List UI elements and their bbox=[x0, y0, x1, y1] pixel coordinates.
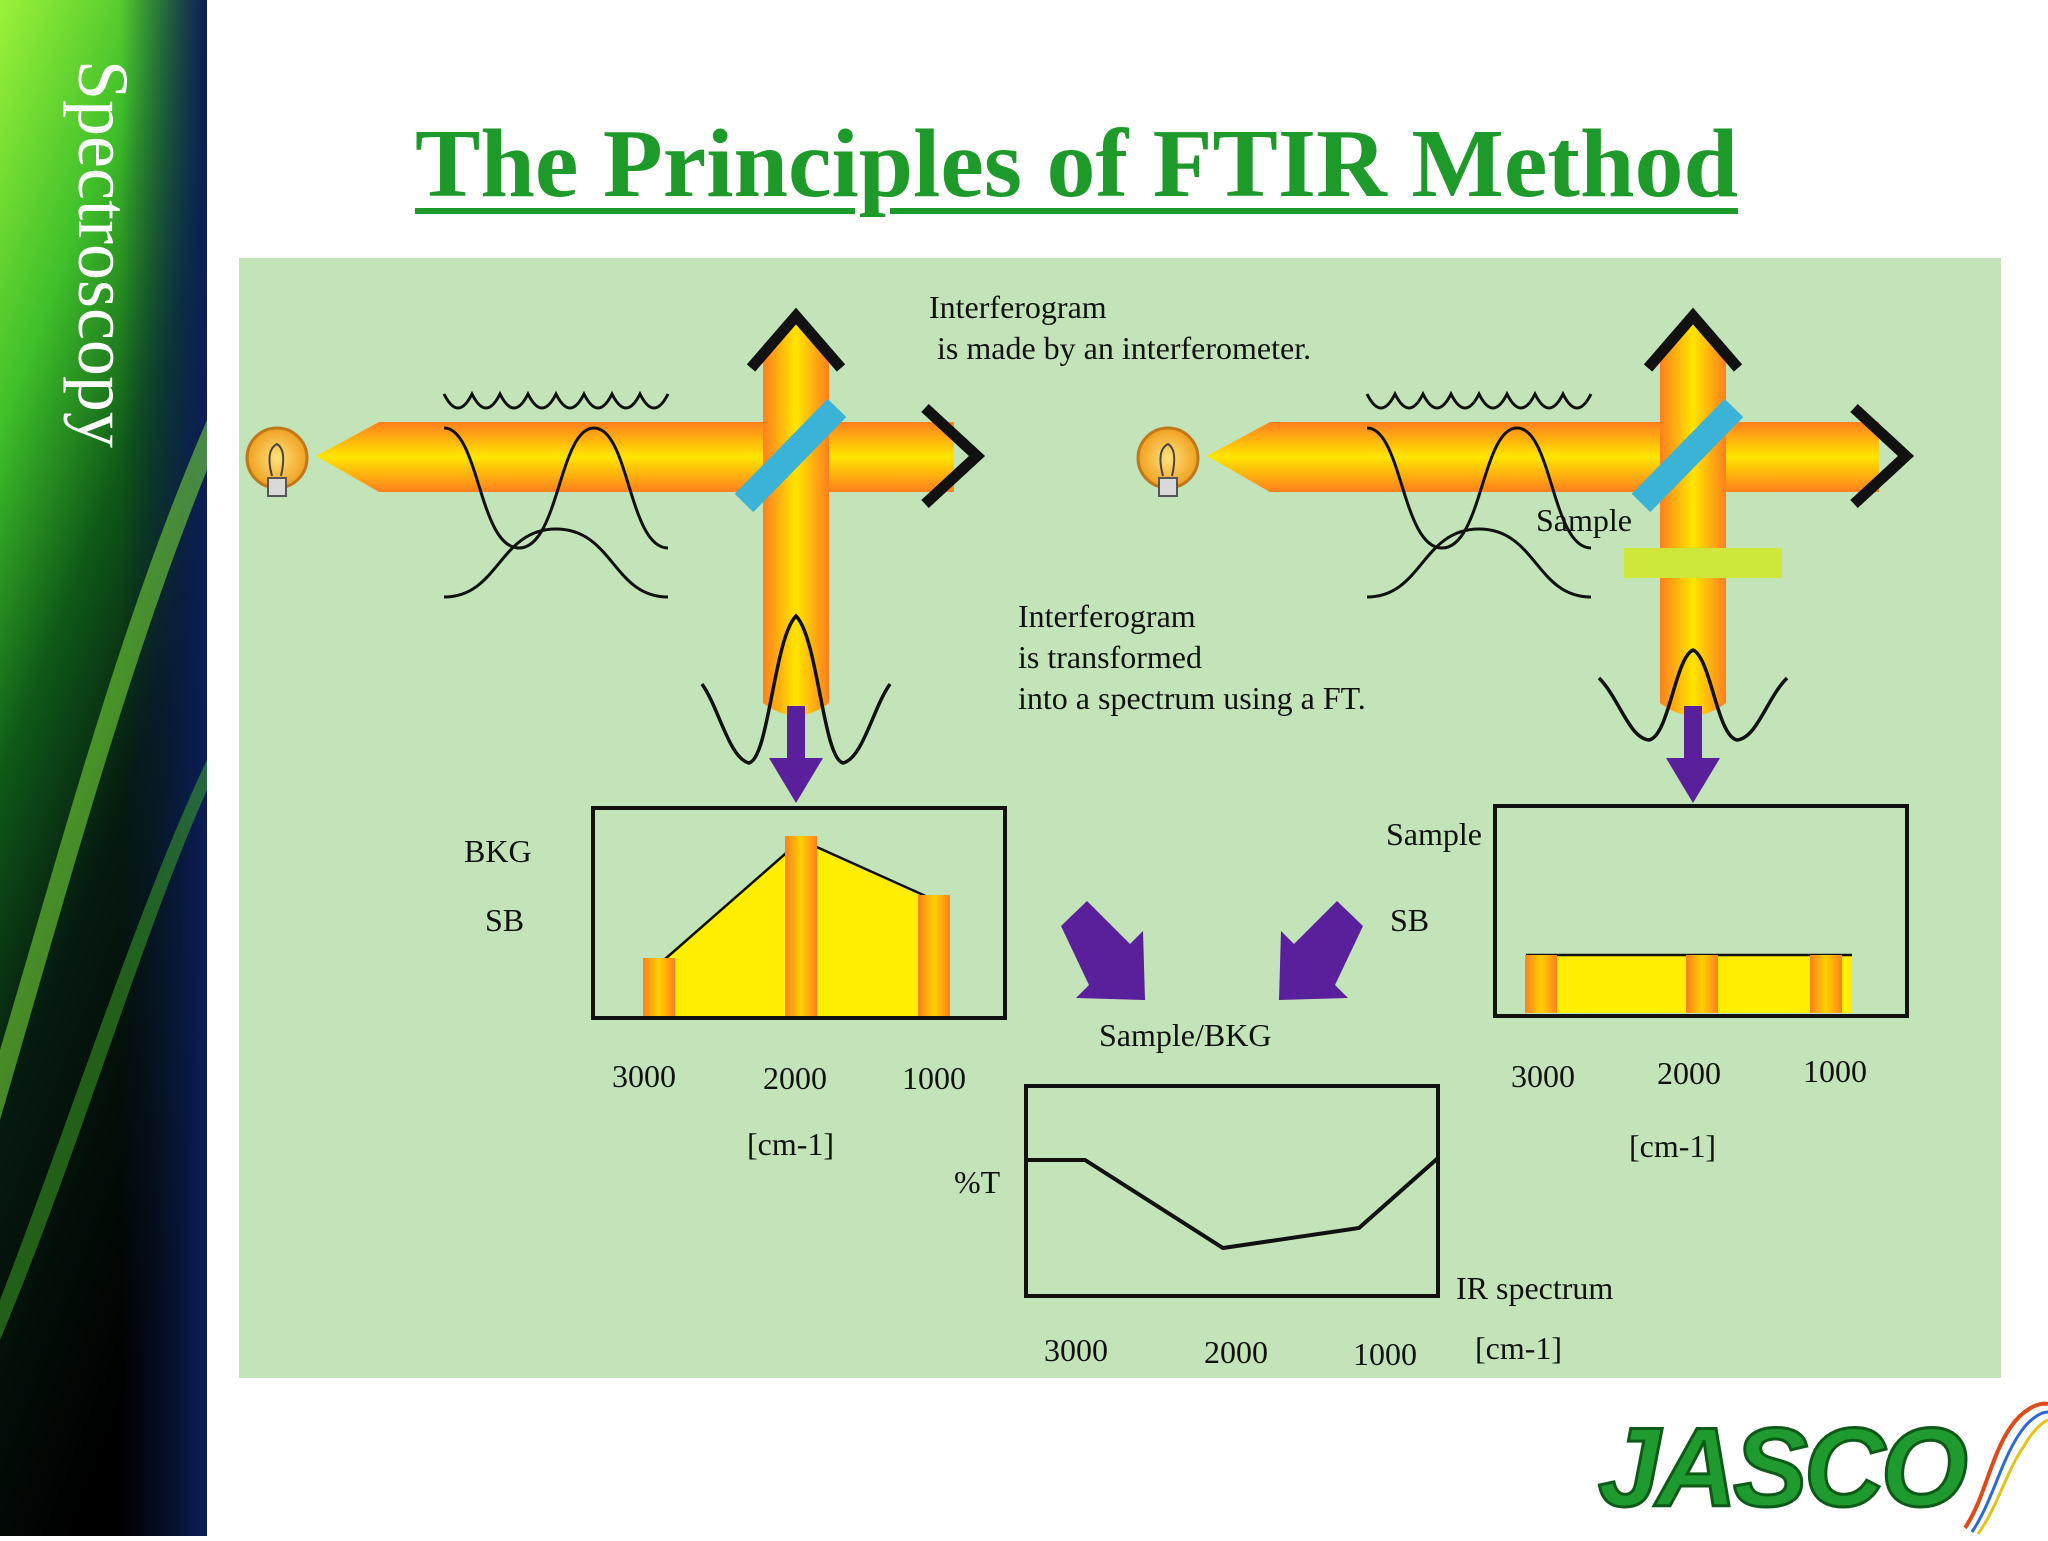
right-top-mirror bbox=[1643, 307, 1743, 372]
right-right-mirror bbox=[1850, 403, 1915, 509]
sample-bar-1000 bbox=[1810, 955, 1842, 1013]
jasco-logo: JASCO bbox=[1597, 1401, 2048, 1535]
sample-label: Sample bbox=[1386, 816, 1482, 852]
bkg-tick-1000: 1000 bbox=[902, 1060, 966, 1096]
bkg-label: BKG bbox=[464, 833, 532, 869]
bkg-box bbox=[591, 806, 1007, 1020]
sidebar: Spectroscopy bbox=[0, 0, 207, 1536]
ir-spectrum-panel bbox=[1024, 1084, 1440, 1298]
sample-box bbox=[1493, 804, 1909, 1018]
sample-unit-label: [cm-1] bbox=[1629, 1128, 1717, 1164]
bkg-sb-label: SB bbox=[485, 902, 525, 938]
sidebar-background bbox=[0, 0, 207, 1536]
ir-ylabel: %T bbox=[954, 1164, 1001, 1200]
ir-spectrum-line bbox=[1026, 1156, 1440, 1251]
left-top-mirror bbox=[746, 307, 846, 372]
sample-sb-label: SB bbox=[1390, 902, 1430, 938]
left-wave-low bbox=[443, 527, 669, 599]
sample-bar-3000 bbox=[1525, 955, 1557, 1013]
ftir-diagram bbox=[245, 307, 1915, 1298]
transform-note-line1: Interferogram bbox=[1018, 598, 1196, 634]
sample-single-beam-panel bbox=[1493, 804, 1909, 1018]
ratio-title: Sample/BKG bbox=[1099, 1017, 1272, 1053]
ir-unit-label: [cm-1] bbox=[1475, 1330, 1563, 1366]
right-interferometer bbox=[1136, 307, 1915, 803]
left-down-arrow bbox=[769, 706, 823, 803]
right-wave-low bbox=[1366, 527, 1592, 599]
sample-bar-2000 bbox=[1686, 955, 1718, 1013]
ir-spectrum-caption: IR spectrum bbox=[1456, 1270, 1614, 1306]
bkg-bar-3000 bbox=[643, 958, 675, 1016]
transform-note-line3: into a spectrum using a FT. bbox=[1018, 680, 1366, 716]
bkg-tick-2000: 2000 bbox=[763, 1060, 827, 1096]
jasco-logo-text: JASCO bbox=[1598, 1405, 1967, 1530]
left-right-mirror bbox=[921, 403, 986, 509]
interferometer-note-line1: Interferogram bbox=[929, 289, 1107, 325]
left-interferogram-wave bbox=[700, 613, 892, 765]
left-wave-mid bbox=[443, 426, 669, 550]
right-wave-high bbox=[1365, 390, 1593, 410]
page-title: The Principles of FTIR Method bbox=[415, 110, 1738, 218]
bkg-bar-1000 bbox=[918, 895, 950, 1016]
left-vertical-beam bbox=[763, 313, 829, 716]
right-vertical-beam bbox=[1660, 313, 1726, 716]
sample-filter bbox=[1624, 548, 1782, 578]
sample-tick-1000: 1000 bbox=[1803, 1053, 1867, 1089]
bkg-tick-3000: 3000 bbox=[612, 1058, 676, 1094]
ir-tick-2000: 2000 bbox=[1204, 1334, 1268, 1370]
sample-filter-label: Sample bbox=[1536, 502, 1632, 538]
ratio-arrow-right bbox=[1279, 901, 1363, 1000]
ir-tick-1000: 1000 bbox=[1353, 1336, 1417, 1372]
bkg-unit-label: [cm-1] bbox=[747, 1126, 835, 1162]
left-beam-splitter bbox=[734, 398, 847, 513]
left-wave-high bbox=[442, 390, 670, 410]
bkg-single-beam-panel bbox=[591, 806, 1007, 1020]
right-beam-splitter bbox=[1631, 398, 1744, 513]
left-interferometer bbox=[245, 307, 986, 803]
sidebar-title: Spectroscopy bbox=[63, 60, 143, 448]
jasco-logo-swoosh bbox=[1963, 1401, 2048, 1530]
left-light-source-icon bbox=[245, 426, 309, 497]
bkg-bar-2000 bbox=[785, 836, 817, 1016]
left-horizontal-beam bbox=[316, 422, 954, 492]
ir-spectrum-box bbox=[1024, 1084, 1440, 1298]
sample-tick-3000: 3000 bbox=[1511, 1058, 1575, 1094]
right-light-source-icon bbox=[1136, 426, 1200, 497]
ratio-arrow-left bbox=[1061, 901, 1145, 1000]
ir-tick-3000: 3000 bbox=[1044, 1332, 1108, 1368]
right-down-arrow bbox=[1666, 706, 1720, 803]
transform-note-line2: is transformed bbox=[1018, 639, 1202, 675]
right-interferogram-wave bbox=[1597, 648, 1789, 742]
right-wave-mid bbox=[1366, 426, 1592, 550]
interferometer-note-line2: is made by an interferometer. bbox=[929, 330, 1312, 366]
sample-tick-2000: 2000 bbox=[1657, 1055, 1721, 1091]
